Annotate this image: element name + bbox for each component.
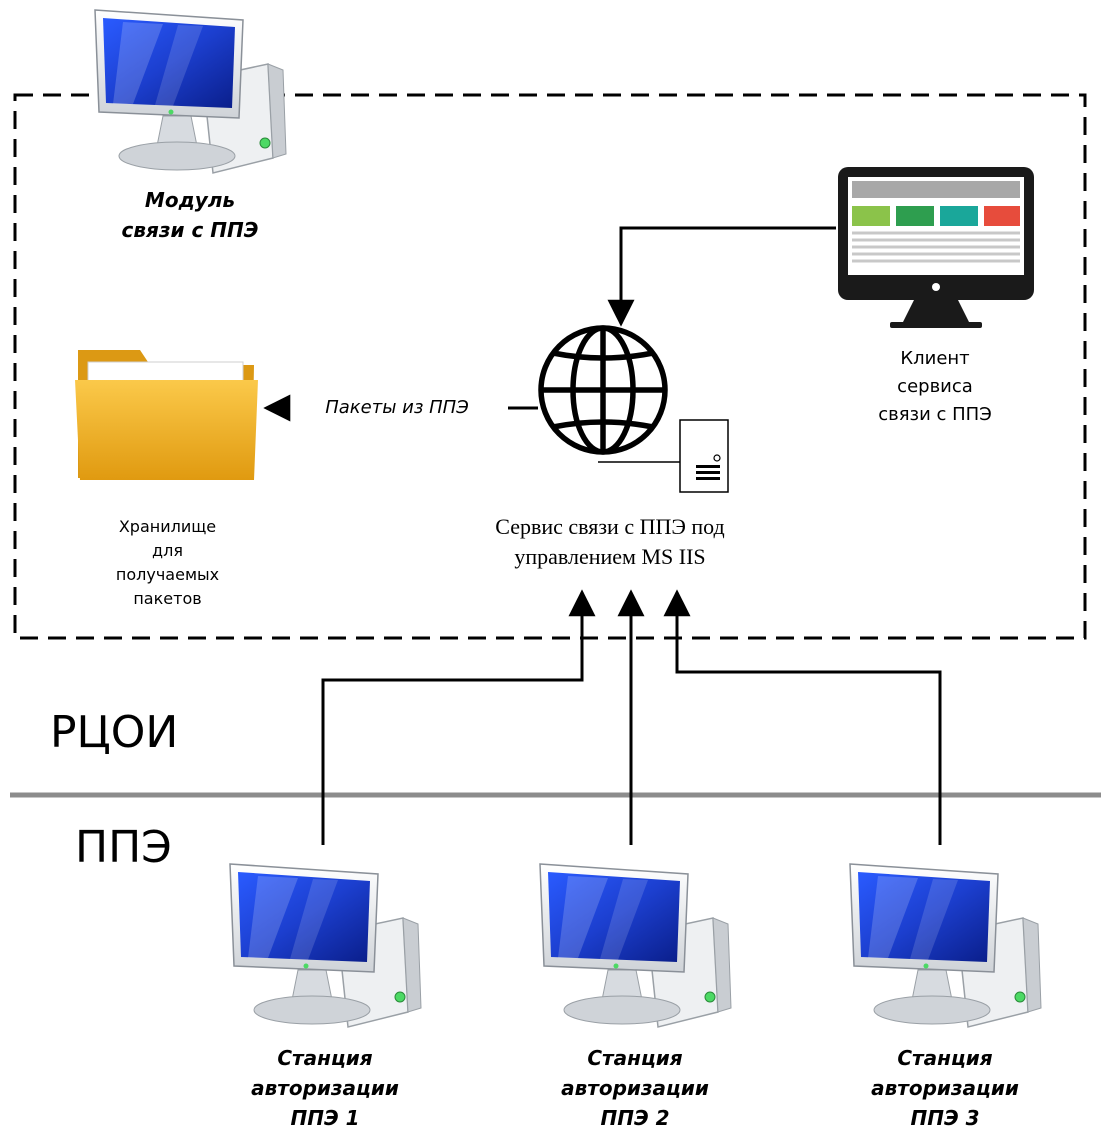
zone-rcoi-label: РЦОИ [50, 707, 179, 758]
dashboard-monitor-icon [838, 167, 1034, 328]
computer-icon [539, 863, 732, 1028]
server-icon [598, 419, 729, 493]
station-1-label: Станция авторизации ППЭ 1 [251, 1046, 399, 1130]
storage-label: Хранилище для получаемых пакетов [115, 517, 220, 608]
packets-label: Пакеты из ППЭ [325, 397, 469, 418]
zone-ppe-label: ППЭ [75, 822, 172, 873]
client-label: Клиент сервиса связи с ППЭ [878, 348, 992, 425]
service-label: Сервис связи с ППЭ под управлением MS II… [495, 514, 725, 569]
globe-icon [538, 325, 668, 455]
computer-icon [229, 863, 422, 1028]
arrow-client-to-service [607, 226, 836, 327]
computer-icon [94, 9, 287, 174]
folder-icon [75, 350, 258, 480]
module-label: Модуль связи с ППЭ [121, 188, 259, 242]
computer-icon [849, 863, 1042, 1028]
arrow-station3-to-service [663, 589, 942, 845]
station-2-label: Станция авторизации ППЭ 2 [561, 1046, 709, 1130]
station-3-label: Станция авторизации ППЭ 3 [871, 1046, 1019, 1130]
arrow-station1-to-service [321, 589, 596, 845]
rcoi-boundary [13, 93, 1087, 640]
